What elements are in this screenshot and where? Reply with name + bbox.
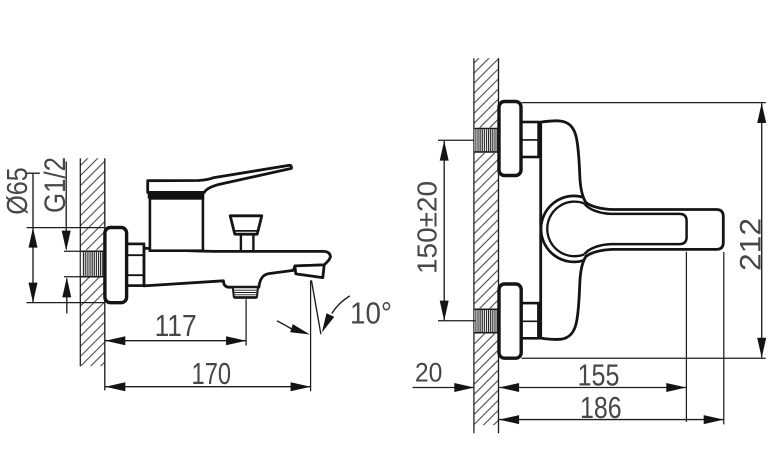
svg-text:Ø65: Ø65 (2, 167, 34, 215)
svg-text:170: 170 (192, 356, 232, 391)
svg-text:20: 20 (415, 357, 443, 387)
svg-text:186: 186 (580, 390, 622, 425)
svg-text:155: 155 (578, 357, 620, 392)
svg-text:117: 117 (155, 308, 197, 343)
svg-text:212: 212 (735, 218, 768, 271)
svg-text:G1/2: G1/2 (39, 157, 72, 213)
svg-text:150±20: 150±20 (412, 181, 443, 274)
svg-text:10°: 10° (350, 296, 392, 331)
